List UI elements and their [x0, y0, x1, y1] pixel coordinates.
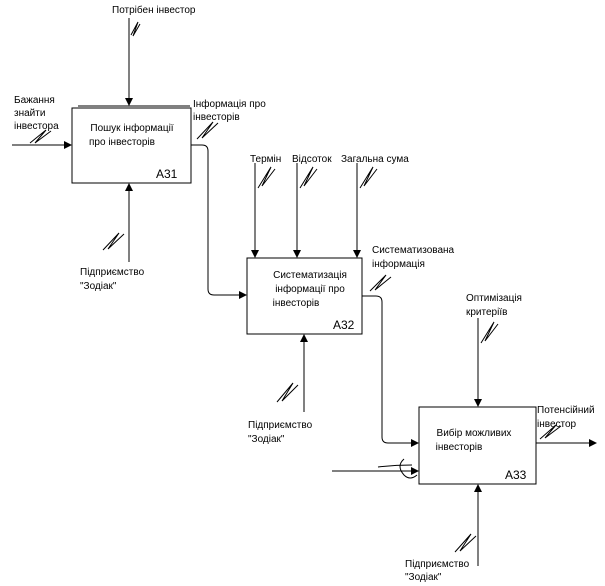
- label-info-out-line2: інвесторів: [193, 112, 240, 123]
- squiggle-icon: [359, 166, 378, 189]
- label-enterprise-a32-line1: Підприємство: [248, 420, 313, 431]
- output-arrow-investor-info[interactable]: Інформація про інвесторів: [191, 98, 266, 299]
- squiggle-icon: [257, 166, 276, 189]
- tunnel-icon: [399, 458, 418, 479]
- label-wish-line2: знайти: [14, 108, 45, 119]
- box-a32-frame: [246, 257, 363, 335]
- label-enterprise-a33-line2: "Зодіак": [405, 572, 442, 583]
- box-a33-frame: [418, 406, 537, 485]
- squiggle-icon: [539, 424, 562, 440]
- label-enterprise-a33-line1: Підприємство: [405, 559, 470, 570]
- box-a31-title-line-1: Пошук інформації: [90, 122, 173, 134]
- label-enterprise-a31-line1: Підприємство: [80, 267, 145, 278]
- activity-box-a33[interactable]: Вибір можливих інвесторів A33: [418, 406, 537, 485]
- squiggle-icon: [299, 166, 318, 189]
- input-arrow-wish-find-investor[interactable]: Бажання знайти інвестора: [12, 95, 72, 149]
- box-a32-title-line-1: Систематизація: [273, 270, 347, 281]
- box-a33-title-line-1: Вибір можливих: [437, 427, 512, 439]
- box-a33-code: A33: [505, 468, 527, 482]
- box-a32-title-line-3: інвесторів: [273, 298, 320, 309]
- label-wish-line1: Бажання: [14, 95, 55, 106]
- input-arrow-unlabeled[interactable]: [332, 458, 419, 479]
- activity-box-a32[interactable]: Систематизація інформації про інвесторів…: [246, 257, 363, 335]
- output-arrow-potential-investor[interactable]: Потенсійний інвестор: [536, 405, 597, 447]
- label-potential-line1: Потенсійний: [537, 405, 595, 416]
- box-a31-frame: [71, 107, 192, 184]
- label-optimization-line1: Оптимізація: [466, 293, 522, 304]
- mechanism-arrow-enterprise-a33[interactable]: Підприємство "Зодіак": [405, 484, 482, 583]
- label-wish-line3: інвестора: [14, 121, 59, 132]
- squiggle-icon: [102, 232, 125, 251]
- squiggle-icon: [276, 382, 299, 403]
- mechanism-arrow-enterprise-a32[interactable]: Підприємство "Зодіак": [248, 334, 313, 445]
- box-a32-title-line-2: інформації про: [275, 283, 345, 295]
- label-total-sum: Загальна сума: [341, 154, 409, 165]
- label-systematized-line2: інформація: [372, 258, 425, 270]
- box-a32-code: A32: [333, 318, 355, 332]
- control-arrow-criteria-optimization[interactable]: Оптимізація критеріїв: [466, 293, 522, 407]
- label-investor-needed: Потрібен інвестор: [112, 4, 196, 16]
- box-a33-title-line-2: інвесторів: [436, 442, 483, 453]
- label-info-out-line1: Інформація про: [193, 98, 266, 110]
- label-systematized-line1: Систематизована: [372, 245, 455, 256]
- control-arrow-percent[interactable]: Відсоток: [292, 154, 332, 258]
- output-arrow-systematized-info[interactable]: Систематизована інформація: [362, 245, 455, 447]
- squiggle-icon: [480, 321, 499, 344]
- label-enterprise-a32-line2: "Зодіак": [248, 434, 285, 445]
- label-term: Термін: [250, 154, 281, 165]
- squiggle-icon: [369, 274, 392, 292]
- label-percent: Відсоток: [292, 154, 332, 165]
- control-arrow-term[interactable]: Термін: [250, 154, 281, 258]
- box-a31-code: A31: [156, 167, 178, 181]
- control-arrow-investor-needed[interactable]: Потрібен інвестор: [78, 4, 196, 107]
- box-a31-title-line-2: про інвесторів: [89, 137, 155, 148]
- squiggle-icon: [29, 129, 52, 144]
- squiggle-icon: [130, 21, 141, 37]
- label-enterprise-a31-line2: "Зодіак": [80, 281, 117, 292]
- label-potential-line2: інвестор: [537, 419, 577, 430]
- squiggle-icon: [454, 533, 477, 553]
- activity-box-a31[interactable]: Пошук інформації про інвесторів A31: [71, 107, 192, 184]
- control-arrow-total-sum[interactable]: Загальна сума: [341, 154, 409, 258]
- squiggle-icon: [196, 121, 219, 140]
- label-optimization-line2: критеріїв: [466, 307, 507, 318]
- mechanism-arrow-enterprise-a31[interactable]: Підприємство "Зодіак": [80, 183, 145, 292]
